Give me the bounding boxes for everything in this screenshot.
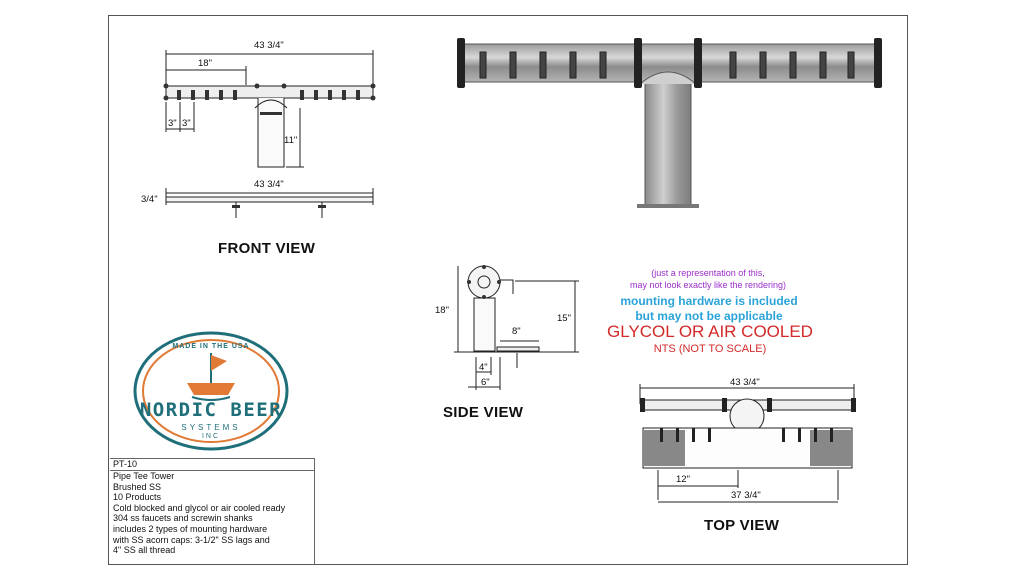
cooling-note: GLYCOL OR AIR COOLED: [607, 322, 813, 341]
product-info-line: Pipe Tee Tower: [113, 471, 175, 481]
product-info-box: PT-10 Pipe Tee Tower Brushed SS 10 Produ…: [110, 458, 315, 565]
top-inner-dim: 12": [676, 474, 690, 485]
front-view-title: FRONT VIEW: [218, 240, 316, 257]
side-height-18-dim: 18": [435, 305, 449, 316]
front-spacing-b-dim: 3": [182, 118, 191, 129]
nts-note: NTS (NOT TO SCALE): [653, 343, 767, 355]
logo-brand: NORDIC BEER: [139, 399, 283, 421]
top-lower-dim: 37 3/4": [731, 490, 761, 501]
top-view-title: TOP VIEW: [704, 517, 780, 534]
product-info-line: 304 ss faucets and screwin shanks: [113, 513, 253, 524]
product-info-line: 10 Products: [113, 492, 162, 503]
logo-sub-text: SYSTEMS: [181, 423, 241, 432]
logo-badge: [133, 331, 289, 451]
top-overall-dim: 43 3/4": [730, 377, 760, 388]
product-info-line: 4" SS all thread: [113, 545, 176, 556]
product-code: PT-10: [110, 459, 314, 471]
logo-top-text: MADE IN THE USA: [172, 343, 250, 350]
nordic-beer-logo: MADE IN THE USA NORDIC BEER SYSTEMS INC: [132, 331, 290, 451]
representation-note-2: may not look exactly like the rendering): [629, 280, 787, 290]
side-view-title: SIDE VIEW: [443, 404, 524, 421]
side-depth-8-dim: 8": [512, 326, 521, 337]
logo-sub-text-2: INC: [201, 433, 221, 440]
front-span-dim: 18": [198, 58, 212, 69]
hardware-note-1: mounting hardware is included: [620, 294, 798, 308]
side-width-4-dim: 4": [479, 362, 488, 373]
front-base-thickness-dim: 3/4": [141, 194, 158, 205]
side-width-6-dim: 6": [481, 377, 490, 388]
front-overall-dim: 43 3/4": [254, 40, 284, 51]
front-height-dim: 11": [284, 135, 298, 146]
product-info-line: includes 2 types of mounting hardware: [113, 523, 268, 534]
drawing-sheet: [108, 15, 908, 565]
front-spacing-a-dim: 3": [168, 118, 177, 129]
representation-note-1: (just a representation of this,: [651, 268, 765, 278]
front-base-overall-dim: 43 3/4": [254, 179, 284, 190]
product-info-line: Cold blocked and glycol or air cooled re…: [113, 502, 286, 513]
hardware-note-2: but may not be applicable: [635, 309, 783, 323]
product-info-line: with SS acorn caps: 3-1/2" SS lags and: [113, 534, 270, 545]
product-info-line: Brushed SS: [113, 481, 162, 492]
side-height-15-dim: 15": [557, 313, 571, 324]
